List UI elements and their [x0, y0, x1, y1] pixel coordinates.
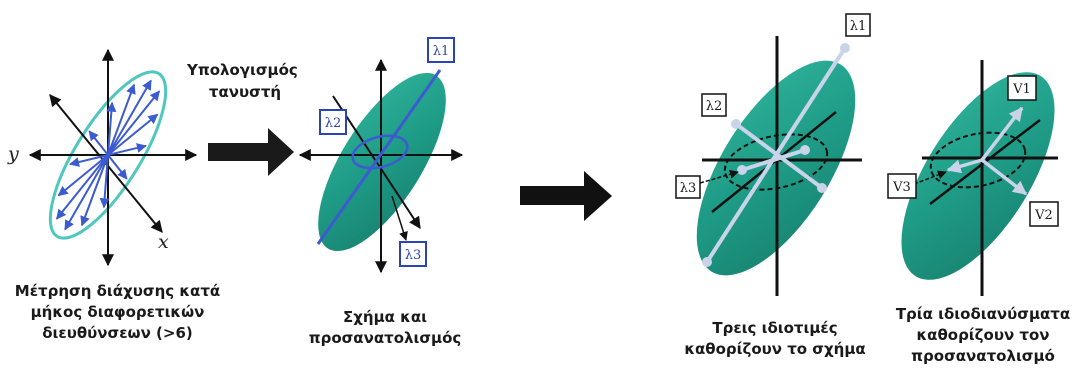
v2-vector: [980, 158, 1028, 196]
panel4-caption-line: καθορίζουν τον: [916, 326, 1050, 344]
panel3-lambda3-pointer: [699, 169, 739, 184]
lambda3-label: λ3: [405, 248, 422, 263]
eig-lambda2-box: [701, 93, 727, 117]
measurement-direction-arrow: [107, 90, 161, 156]
panel4-caption-line: Τρία ιδιοδιανύσματα: [895, 305, 1071, 323]
panel1-caption-line: μήκος διαφορετικών: [30, 303, 205, 321]
axis-x-label: x: [158, 231, 169, 253]
eig-lambda1-label: λ1: [850, 19, 867, 34]
lambda2-label: λ2: [325, 116, 342, 131]
v1-label: V1: [1012, 82, 1031, 97]
measurement-direction-arrow: [107, 143, 147, 156]
panel3-caption: Τρεις ιδιοτιμές καθορίζουν το σχήμα: [670, 318, 880, 360]
measurement-direction-arrow: [107, 113, 159, 156]
eigenvector-ellipsoid: [901, 72, 1055, 280]
axis-y-label: y: [7, 143, 19, 165]
measurement-direction-arrow: [55, 154, 109, 220]
panel3-eigenvalues: λ1 λ2 λ3: [675, 13, 871, 296]
measurement-direction-arrow: [106, 101, 117, 156]
lambda3-line: [741, 148, 806, 172]
panel2-tensor: λ1 λ2 λ3: [298, 37, 464, 274]
panel4-caption: Τρία ιδιοδιανύσματα καθορίζουν τον προσα…: [888, 304, 1078, 367]
lambda2-box: [319, 109, 347, 135]
panel4-caption-line: προσανατολισμό: [911, 347, 1055, 365]
process-arrow-1: [208, 128, 294, 176]
lambda1-label: λ1: [433, 44, 450, 59]
measurement-direction-arrow: [99, 154, 110, 209]
v2-box: [1029, 201, 1059, 227]
eig-lambda3-box: [675, 175, 701, 199]
lambda2-endpoint-right: [817, 183, 827, 193]
lambda3-endpoint-right: [800, 145, 810, 155]
lambda1-box: [427, 37, 455, 63]
panel4-eigenvectors: V1 V2 V3: [887, 60, 1059, 296]
x-axis-line: [49, 94, 163, 233]
measurement-direction-arrow: [88, 130, 109, 156]
measurement-direction-arrow: [80, 154, 109, 227]
eig-lambda1-box: [845, 13, 871, 37]
measurement-direction-arrow: [107, 154, 128, 180]
v1-vector: [980, 106, 1024, 162]
tensor-computation-label: Υπολογισμός τανυστή: [186, 61, 303, 101]
lambda3-pointer: [391, 195, 408, 241]
eig-lambda3-label: λ3: [680, 181, 697, 196]
v3-box: [887, 173, 917, 199]
lambda2-endpoint-left: [731, 119, 741, 129]
panel3-caption-line: καθορίζουν το σχήμα: [684, 340, 866, 358]
measurement-direction-arrow: [57, 154, 109, 197]
panel3-cross-section: [723, 133, 829, 191]
v3-vector: [946, 158, 983, 174]
eig-lambda2-label: λ2: [706, 99, 723, 114]
measurement-direction-arrows: [55, 79, 161, 231]
measurement-direction-arrow: [69, 154, 109, 167]
panel2-cross-section: [351, 134, 409, 170]
panel3-caption-line: Τρεις ιδιοτιμές: [712, 319, 838, 337]
panel1-caption: Μέτρηση διάχυσης κατά μήκος διαφορετικών…: [0, 281, 235, 344]
panel1-caption-line: Μέτρηση διάχυσης κατά: [14, 282, 221, 300]
lambda1-axis: [316, 69, 442, 245]
panel1-measurement: y x: [7, 48, 198, 267]
measurement-direction-arrow: [107, 83, 136, 156]
measurement-direction-arrow: [107, 79, 152, 156]
v1-box: [1007, 75, 1037, 101]
panel1-caption-line: διευθύνσεων (>6): [42, 324, 193, 342]
lambda2-line: [734, 122, 824, 190]
panel3-diagonal-axis: [711, 111, 837, 213]
panel2-caption-line: Σχήμα και: [343, 308, 427, 326]
lambda1-endpoint-top: [840, 43, 850, 53]
process-arrow-2: [520, 171, 612, 221]
v2-label: V2: [1034, 208, 1053, 223]
lambda3-endpoint-left: [737, 165, 747, 175]
v3-label: V3: [892, 180, 911, 195]
lambda3-box: [399, 241, 427, 267]
measurement-direction-arrow: [64, 154, 109, 231]
panel2-caption: Σχήμα και προσανατολισμός: [300, 307, 470, 349]
panel2-caption-line: προσανατολισμός: [308, 329, 462, 347]
lambda1-endpoint-bottom: [702, 257, 712, 267]
